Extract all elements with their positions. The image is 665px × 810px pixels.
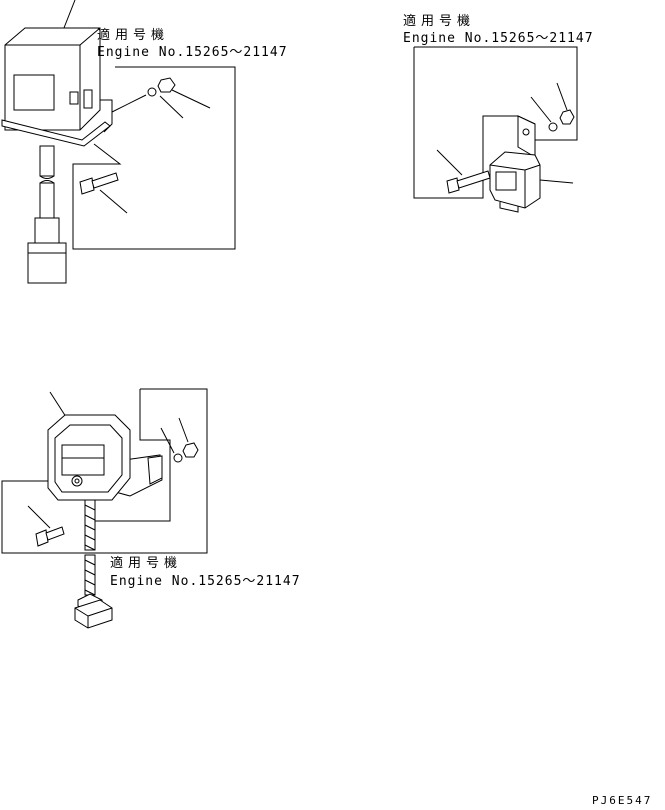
fig2-engine-range: Engine No.15265～21147 [403, 31, 594, 46]
wire-harness [39, 145, 55, 219]
relay-unit [489, 151, 541, 213]
bolt [436, 149, 491, 194]
mount-bracket [517, 115, 536, 158]
assembly-outline [72, 66, 236, 250]
connector [27, 217, 67, 284]
figure-1-relay-assembly [1, 0, 236, 284]
callout-leader-washer [160, 427, 175, 454]
washer [173, 453, 183, 463]
callout-leader-washer [159, 95, 184, 119]
fig3-engine-range: Engine No.15265～21147 [110, 574, 301, 589]
fig2-applicability-label: 適用号機 [403, 14, 476, 29]
relay-unit [1, 27, 113, 147]
hex-nut [559, 109, 575, 125]
bolt [79, 172, 128, 214]
callout-leader-nut [171, 89, 211, 109]
connector [74, 593, 113, 629]
hex-nut [182, 442, 199, 458]
relay-unit [47, 414, 131, 501]
callout-leader-nut [178, 417, 189, 443]
callout-leader-relay [539, 179, 574, 184]
drawing-code: PJ6E547 [592, 794, 653, 807]
washer [147, 87, 157, 97]
bolt [27, 505, 65, 547]
washer [548, 122, 558, 132]
figure-2-relay-assembly [413, 46, 578, 213]
wire-harness [84, 499, 96, 596]
hex-nut [157, 77, 176, 93]
mount-bracket-slot [147, 455, 163, 485]
callout-leader-nut [556, 82, 568, 111]
callout-leader-washer [530, 96, 552, 123]
figure-3-relay-assembly [1, 388, 208, 629]
fig1-applicability-label: 適用号機 [97, 28, 170, 43]
fig3-applicability-label: 適用号機 [110, 556, 183, 571]
fig1-engine-range: Engine No.15265～21147 [97, 45, 288, 60]
assembly-outline-inner [95, 389, 171, 522]
